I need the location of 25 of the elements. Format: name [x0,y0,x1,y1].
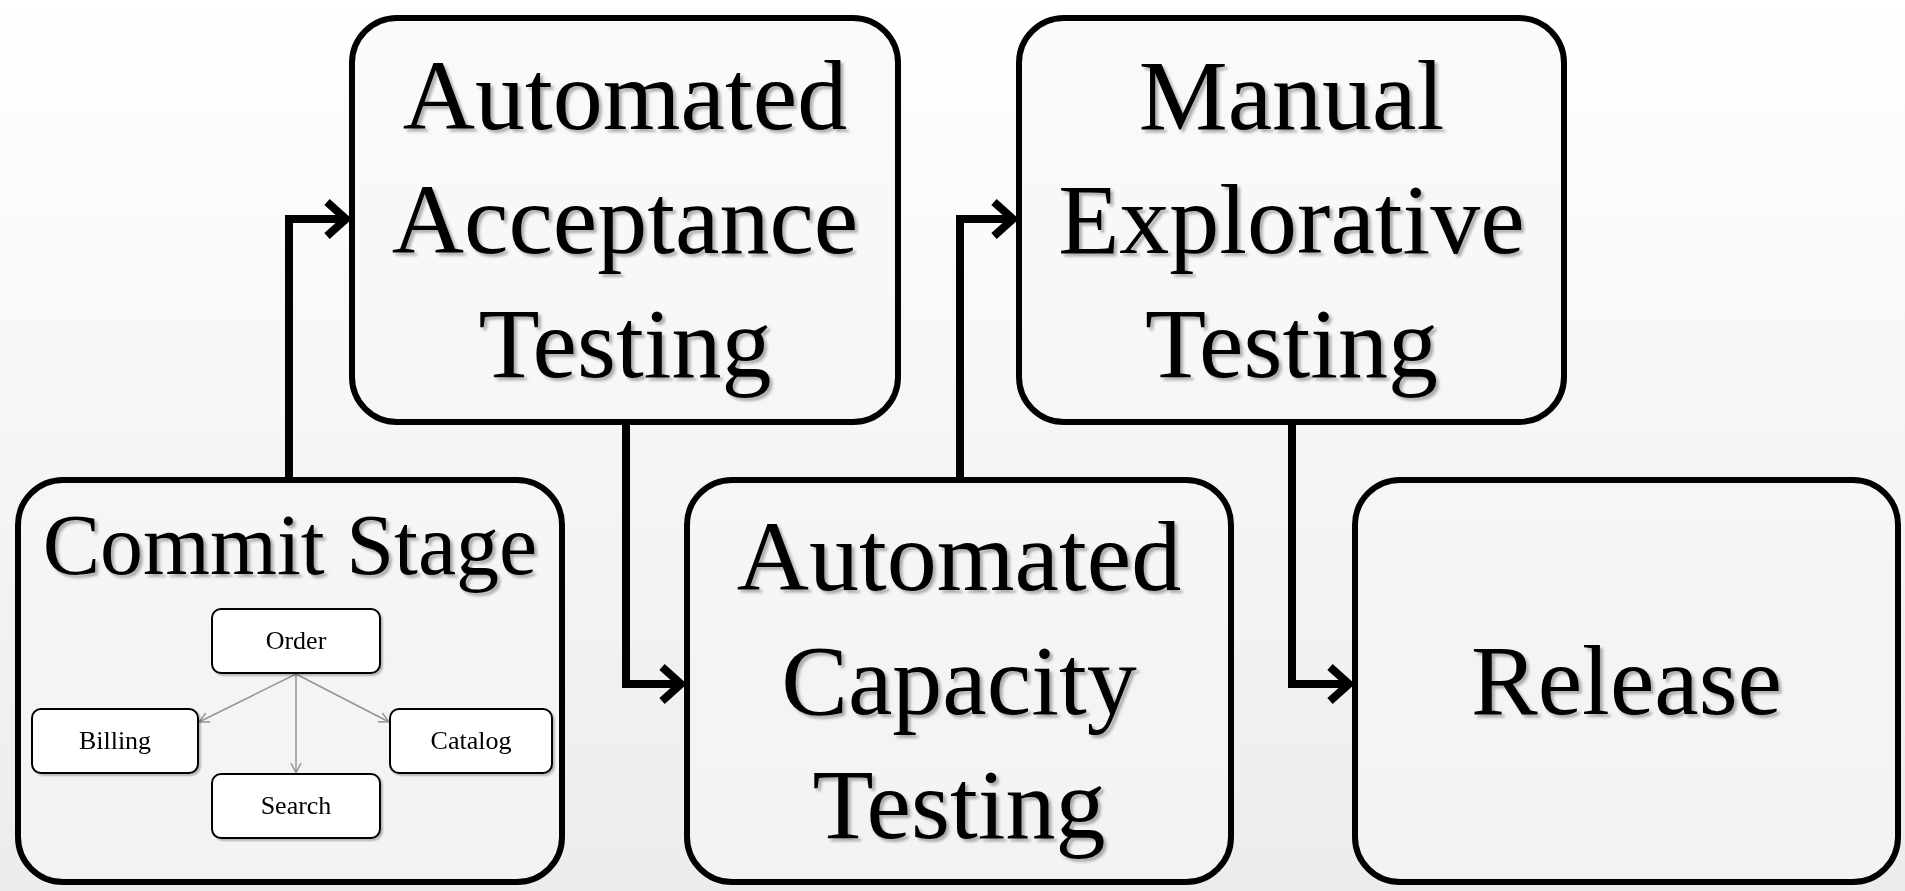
stage-label: Automated Acceptance Testing [390,39,860,401]
stage-box [15,477,565,885]
arrow [295,673,390,723]
arrow [956,198,1017,477]
arrow [198,673,297,723]
stage-box [1016,15,1567,425]
component-label: Order [265,628,327,654]
component-label: Billing [78,728,152,754]
component-label: Catalog [430,728,512,754]
component-box [211,608,381,674]
component-box [211,773,381,839]
stage-label: Automated Capacity Testing [735,500,1183,862]
arrow [290,673,302,774]
arrow [285,198,350,477]
stage-label: Release [1471,624,1782,738]
stage-label: Manual Explorative Testing [1057,39,1526,401]
arrow [622,425,685,705]
component-box [31,708,199,774]
stage-box [684,477,1234,885]
stage-box [1352,477,1901,885]
stage-label: Commit Stage [42,496,538,595]
arrow [1288,425,1353,705]
component-label: Search [260,793,332,819]
component-box [389,708,553,774]
stage-box [349,15,901,425]
